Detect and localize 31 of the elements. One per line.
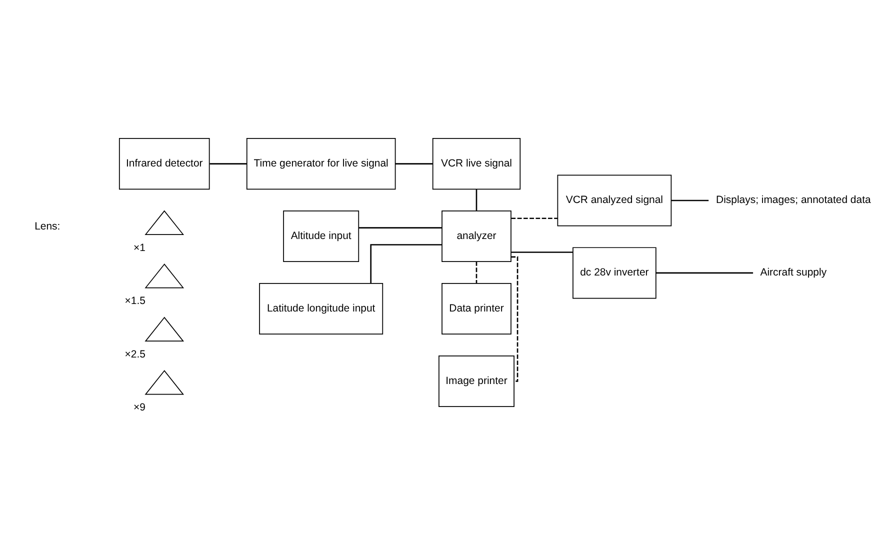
node-box: Data printer	[442, 282, 512, 334]
node-triangle	[144, 264, 184, 288]
connector	[358, 227, 442, 228]
node-box: Altitude input	[283, 210, 360, 262]
connector	[511, 218, 558, 220]
node-box: Time generator for live signal	[246, 138, 396, 190]
node-label: ×9	[134, 402, 146, 414]
node-text: Aircraft supply	[760, 268, 827, 279]
connector	[210, 163, 247, 164]
node-triangle	[144, 210, 184, 235]
node-box: analyzer	[442, 210, 512, 262]
node-label: ×2.5	[124, 349, 146, 360]
connector	[476, 189, 478, 211]
connector	[370, 244, 442, 284]
node-box: Infrared detector	[118, 138, 210, 190]
node-box: dc 28v inverter	[572, 247, 656, 299]
connector	[671, 200, 709, 202]
node-text: Displays; images; annotated data	[716, 195, 871, 206]
label: Lens:	[34, 221, 60, 232]
connector	[656, 272, 754, 274]
node-box: VCR analyzed signal	[557, 174, 672, 226]
node-label: ×1	[134, 242, 146, 254]
connector	[395, 163, 433, 164]
node-triangle	[144, 316, 184, 342]
connector	[476, 262, 478, 284]
node-triangle	[144, 370, 184, 395]
connector	[511, 252, 573, 253]
node-box: Latitude longitude input	[259, 282, 384, 334]
node-box: Image printer	[438, 355, 514, 407]
node-label: ×1.5	[124, 296, 146, 308]
node-box: VCR live signal	[432, 138, 521, 190]
